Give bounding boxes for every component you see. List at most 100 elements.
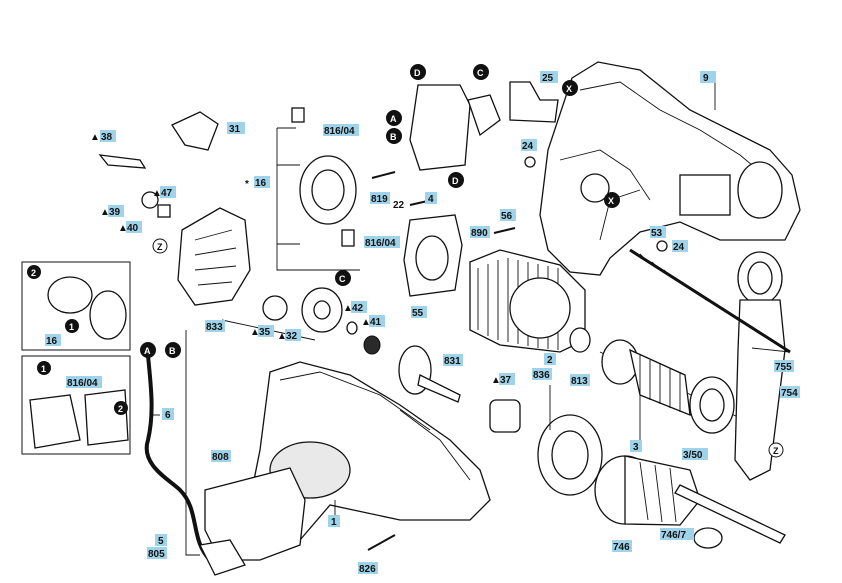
power-cord-6 (144, 354, 246, 576)
part-label-text: 25 (542, 73, 554, 84)
star-marker: * (245, 179, 249, 190)
drill-chuck-746 (594, 455, 701, 526)
end-cover (177, 207, 251, 306)
svg-text:▲: ▲ (491, 375, 501, 386)
part-label-56: 56 (500, 209, 516, 222)
part-label-text: 6 (165, 410, 171, 421)
marker-text: 1 (69, 322, 74, 332)
spring-parts-38-47 (98, 154, 171, 218)
part-label-9: 9 (700, 71, 716, 84)
marker-text: Z (773, 446, 779, 456)
part-label-833: 833 (205, 320, 225, 333)
carbon-brush-top (291, 107, 305, 123)
depth-stop-755 (629, 248, 791, 354)
marker-text: C (477, 68, 484, 78)
gear-831 (398, 345, 461, 403)
marker-X-top: X (562, 80, 578, 96)
bearing-813 (569, 327, 591, 353)
marker-C-top: C (473, 64, 489, 80)
screw-826 (367, 534, 396, 551)
auxiliary-handle-754 (734, 251, 786, 481)
part-label-755: 755 (774, 360, 794, 373)
marker-C-mid: C (335, 270, 351, 286)
part-label-text: 831 (444, 356, 461, 367)
part-label-text: 56 (501, 211, 513, 222)
part-label-31: 31 (227, 122, 245, 135)
part-label-text: 819 (371, 194, 388, 205)
part-label-text: 41 (370, 317, 382, 328)
part-label-text: 805 (148, 549, 165, 560)
marker-B-top: B (386, 128, 402, 144)
part-label-text: 24 (673, 242, 685, 253)
part-label-text: 9 (703, 73, 709, 84)
marker-text: D (452, 176, 459, 186)
fan-32 (301, 287, 343, 333)
screw-24-b (656, 240, 668, 252)
part-label-text: 35 (259, 327, 271, 338)
part-label-6: 6 (162, 408, 174, 421)
part-label-816-b: 816/04 (364, 236, 400, 249)
switch-lever-25 (509, 81, 559, 123)
brush-cover-31 (171, 111, 219, 151)
part-label-1: 1 (328, 515, 340, 528)
part-label-text: 816/04 (324, 126, 355, 137)
marker-text: Z (157, 242, 163, 252)
part-label-47: ▲47 (152, 186, 176, 199)
marker-text: 1 (41, 364, 46, 374)
marker-2-inset-bottom: 2 (114, 401, 128, 415)
part-label-890: 890 (470, 226, 490, 239)
part-label-4: 4 (425, 192, 437, 205)
svg-text:▲: ▲ (250, 327, 260, 338)
part-label-25: 25 (540, 71, 558, 84)
part-label-24-a: 24 (521, 139, 537, 152)
svg-text:▲: ▲ (361, 317, 371, 328)
marker-text: 2 (118, 404, 123, 414)
part-label-5: 5 (155, 534, 167, 547)
bearing-35 (262, 295, 288, 321)
part-label-2: 2 (544, 353, 556, 366)
part-label-text: 38 (101, 132, 113, 143)
carbon-brush-bottom (341, 229, 355, 247)
part-label-text: 746/7 (661, 530, 686, 541)
part-label-24-b: 24 (672, 240, 688, 253)
switch-4 (409, 84, 501, 171)
part-label-text: 5 (158, 536, 164, 547)
marker-text: B (169, 346, 176, 356)
part-label-816-c: 816/04 (66, 376, 102, 389)
part-label-41: ▲41 (361, 315, 385, 328)
marker-text: C (339, 274, 346, 284)
part-label-text: 55 (412, 308, 424, 319)
bearing-37 (489, 399, 521, 433)
part-label-text: 40 (127, 223, 139, 234)
gear-housing-836 (537, 414, 603, 496)
marker-text: B (390, 132, 397, 142)
marker-Z-right: Z (768, 442, 784, 458)
marker-D-mid: D (448, 172, 464, 188)
marker-text: A (144, 346, 151, 356)
marker-A-top: A (386, 110, 402, 126)
marker-text: 2 (31, 268, 36, 278)
part-label-22: 22 (393, 200, 405, 211)
part-label-35: ▲35 (250, 325, 274, 338)
marker-2-inset-top: 2 (27, 265, 41, 279)
svg-text:▲: ▲ (100, 207, 110, 218)
part-label-text: 826 (359, 564, 376, 575)
part-label-813: 813 (570, 374, 590, 387)
marker-text: X (566, 84, 572, 94)
part-label-text: 24 (522, 141, 534, 152)
part-label-826: 826 (358, 562, 378, 575)
marker-Z-left: Z (152, 238, 168, 254)
part-label-text: 53 (651, 228, 663, 239)
part-label-text: 42 (352, 303, 364, 314)
marker-text: A (390, 114, 397, 124)
ring-42 (346, 321, 358, 335)
part-label-53: 53 (650, 226, 666, 239)
part-label-816-a: 816/04 (323, 124, 359, 137)
part-label-40: ▲40 (118, 221, 142, 234)
part-label-text: 16 (255, 178, 267, 189)
part-label-32: ▲32 (277, 329, 301, 342)
part-label-text: 813 (571, 376, 588, 387)
marker-text: D (414, 68, 421, 78)
part-label-text: 808 (212, 452, 229, 463)
